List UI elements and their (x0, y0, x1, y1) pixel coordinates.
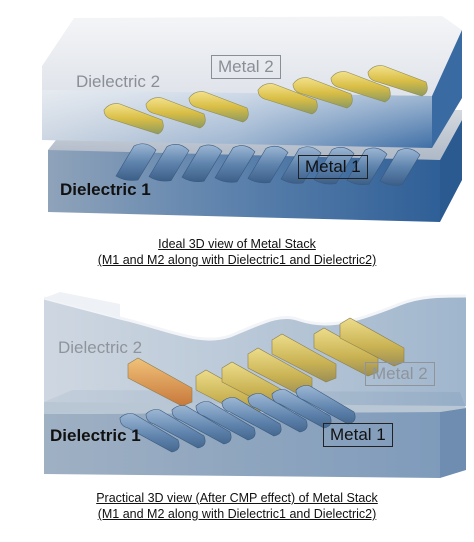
practical-caption-line1: Practical 3D view (After CMP effect) of … (96, 491, 378, 505)
ideal-caption: Ideal 3D view of Metal Stack (M1 and M2 … (0, 236, 474, 268)
p-metal1-line (171, 405, 232, 445)
ideal-caption-line2: (M1 and M2 along with Dielectric1 and Di… (97, 253, 377, 267)
p-metal1-line (195, 401, 256, 441)
metal2-line-body (145, 97, 206, 129)
practical-dielectric2-label: Dielectric 2 (58, 338, 143, 357)
metal1-line (379, 148, 421, 186)
practical-caption: Practical 3D view (After CMP effect) of … (0, 490, 474, 522)
metal1-line (181, 144, 223, 182)
p-metal1-line-body (145, 409, 206, 449)
ideal-stack-illustration (42, 16, 462, 222)
p-metal2-line-body (127, 357, 193, 407)
practical-dielectric1-label: Dielectric 1 (50, 426, 141, 445)
p-metal2-line (127, 357, 193, 407)
p-metal1-line-body (119, 413, 180, 453)
ideal-caption-line1: Ideal 3D view of Metal Stack (158, 237, 316, 251)
metal2-line-body (188, 91, 249, 123)
metal1-line-body (313, 147, 355, 185)
metal1-line-body (115, 143, 157, 181)
metal1-line (214, 145, 256, 183)
p-metal2-line (271, 333, 337, 383)
metal2-line-body (257, 83, 318, 115)
ideal-stack-figure: Dielectric 2 Metal 2 Dielectric 1 Metal … (0, 0, 474, 228)
ideal-dielectric2-label: Dielectric 2 (76, 72, 161, 91)
metal1-line-body (181, 144, 223, 182)
p-metal1-line-body (195, 401, 256, 441)
metal1-line (148, 144, 190, 182)
p-metal1-line (221, 397, 282, 437)
p-metal1-line-body (247, 393, 308, 433)
p-metal1-lines (119, 385, 356, 453)
metal1-line-body (148, 144, 190, 182)
p-metal2-lines (127, 317, 405, 419)
p-metal2-line-body (313, 327, 379, 377)
metal1-line-body (247, 145, 289, 184)
p-metal1-line (271, 389, 332, 429)
metal2-line-body (292, 77, 353, 109)
practical-metal1-label: Metal 1 (323, 423, 393, 447)
p-metal2-line-body (271, 333, 337, 383)
metal1-line-body (214, 145, 256, 183)
metal2-line (330, 71, 391, 103)
metal1-line (115, 143, 157, 181)
ideal-metal1-label: Metal 1 (298, 155, 368, 179)
practical-metal2-label: Metal 2 (365, 362, 435, 386)
p-metal1-line (247, 393, 308, 433)
practical-stack-figure: Dielectric 2 Metal 2 Dielectric 1 Metal … (0, 290, 474, 482)
p-metal1-line-body (171, 405, 232, 445)
metal1-line (313, 147, 355, 185)
p-dielectric2-wavy-surface (43, 294, 467, 341)
p-metal1-line-body (221, 397, 282, 437)
metal2-lines (103, 65, 428, 135)
metal2-line (292, 77, 353, 109)
metal2-line (367, 65, 428, 97)
metal2-line (257, 83, 318, 115)
metal2-line-body (330, 71, 391, 103)
metal2-line-body (367, 65, 428, 97)
metal2-line (145, 97, 206, 129)
practical-caption-line2: (M1 and M2 along with Dielectric1 and Di… (97, 507, 377, 521)
dielectric1-side-face (440, 120, 462, 222)
p-metal1-line (119, 413, 180, 453)
p-metal1-line-body (295, 385, 356, 425)
ideal-metal2-label: Metal 2 (211, 55, 281, 79)
p-dielectric2-corner (44, 292, 120, 318)
p-dielectric1-side-face (440, 408, 466, 478)
p-metal1-line-body (271, 389, 332, 429)
p-metal2-line (313, 327, 379, 377)
metal1-line-body (379, 148, 421, 186)
p-metal1-line (145, 409, 206, 449)
metal2-line (103, 103, 164, 135)
practical-stack-illustration (43, 292, 467, 478)
dielectric2-side-face (432, 30, 462, 148)
p-metal1-line (295, 385, 356, 425)
metal1-line (247, 145, 289, 184)
metal2-line-body (103, 103, 164, 135)
metal2-line (188, 91, 249, 123)
ideal-dielectric1-label: Dielectric 1 (60, 180, 151, 199)
